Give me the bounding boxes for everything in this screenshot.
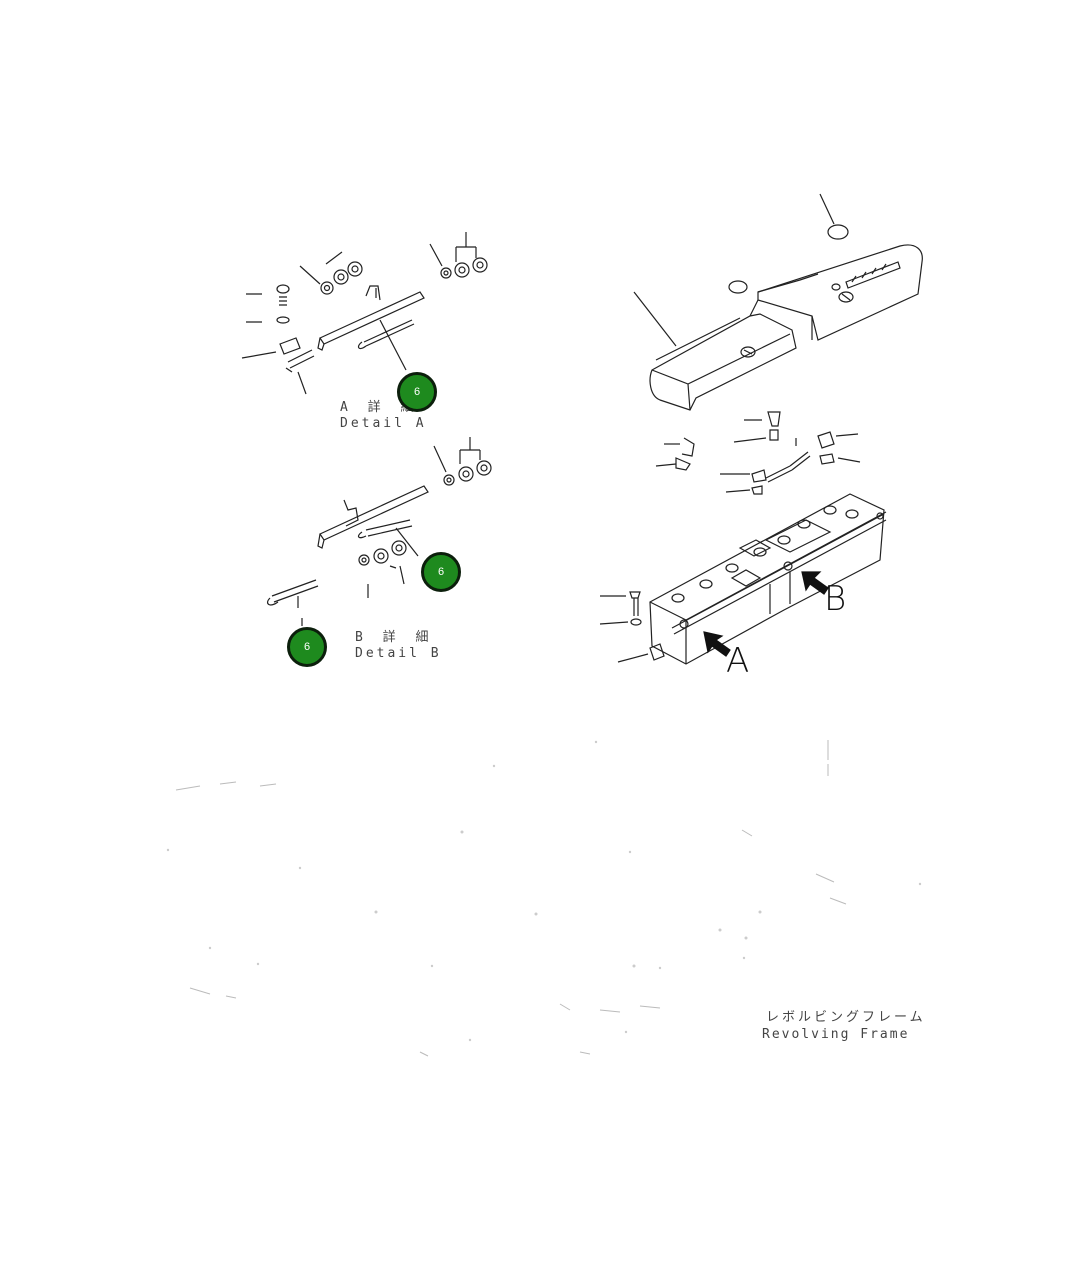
arrow-a-icon <box>703 631 731 657</box>
frame-label-jp: レボルビングフレーム <box>766 1010 926 1025</box>
arrow-b-icon <box>801 571 829 595</box>
detail-b-label-jp: B 詳 細 <box>355 630 435 645</box>
part-callout-badge[interactable]: 6 <box>421 552 461 592</box>
detail-b-label-en: Detail B <box>355 646 442 661</box>
detail-b-assembly <box>266 437 492 626</box>
detail-a-label-jp: A 詳 細 <box>340 400 420 415</box>
cable-hardware <box>655 411 861 495</box>
faint-speckles <box>166 740 922 1042</box>
arrow-b-label: B <box>824 579 847 619</box>
battery-cover <box>633 193 923 411</box>
arrow-a-label: A <box>726 641 750 681</box>
part-callout-badge[interactable]: 6 <box>287 627 327 667</box>
detail-a-assembly <box>241 232 488 395</box>
part-callout-badge[interactable]: 6 <box>397 372 437 412</box>
detail-a-label-en: Detail A <box>340 416 427 431</box>
battery-box <box>599 493 887 665</box>
frame-label-en: Revolving Frame <box>762 1027 910 1042</box>
faint-frame-region <box>175 740 847 1057</box>
